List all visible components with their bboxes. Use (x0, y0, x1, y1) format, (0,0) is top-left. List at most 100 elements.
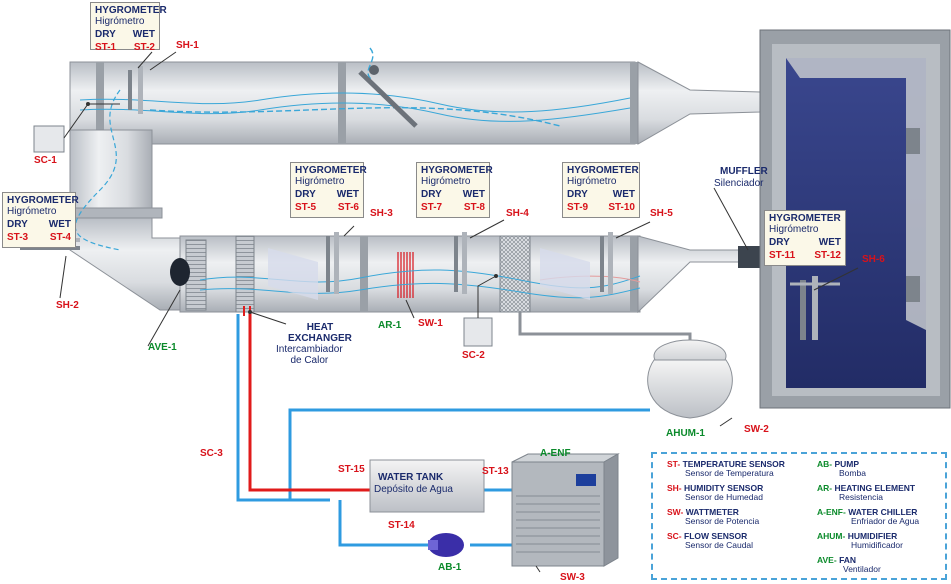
muffler-label: MUFFLER (720, 166, 768, 177)
legend-es: Sensor de Humedad (685, 492, 763, 502)
legend-en: FAN (839, 555, 857, 565)
legend-item-ahum: AHUM- HUMIDIFIER Humidificador (817, 532, 903, 550)
water-tank-label: WATER TANK (378, 472, 444, 483)
wet-label: WET (818, 237, 841, 248)
hygrometer-title: HYGROMETER (7, 195, 79, 206)
hygrometer-title: HYGROMETER (567, 165, 639, 176)
legend-es: Bomba (839, 468, 866, 478)
left-vertical-duct (69, 129, 153, 211)
wet-sensor-id: ST-2 (133, 42, 155, 53)
hygrometer-subtitle: Higrómetro (421, 176, 471, 187)
heat-exchanger-grille (235, 235, 255, 313)
wet-sensor-id: ST-12 (814, 250, 841, 261)
hygrometer-subtitle: Higrómetro (7, 206, 57, 217)
wet-sensor-id: ST-4 (49, 232, 71, 243)
st13-label: ST-13 (482, 466, 509, 477)
cold-water-pipe (236, 314, 330, 502)
hygrometer-subtitle: Higrómetro (295, 176, 345, 187)
dry-sensor-id: ST-3 (7, 232, 29, 243)
sc3-label: SC-3 (200, 448, 223, 459)
hygrometer-box-2: HYGROMETER Higrómetro DRY WET ST-3 ST-4 (2, 192, 79, 248)
legend-en: HEATING ELEMENT (834, 483, 916, 493)
heater-coil (397, 252, 414, 298)
ar1-label: AR-1 (378, 320, 402, 331)
legend-en: FLOW SENSOR (684, 531, 748, 541)
legend-item-st: ST- TEMPERATURE SENSOR Sensor de Tempera… (667, 460, 785, 478)
dry-label: DRY (567, 189, 588, 200)
hygrometer-title: HYGROMETER (295, 165, 367, 176)
dry-sensor-id: ST-9 (567, 202, 589, 213)
legend-item-sw: SW- WATTMETER Sensor de Potencia (667, 508, 759, 526)
legend-es: Humidificador (851, 540, 903, 550)
heat-exchanger-label-es: Intercambiador de Calor (276, 344, 343, 366)
fan-disk (170, 258, 190, 286)
hygrometer-subtitle: Higrómetro (95, 16, 145, 27)
legend-item-sh: SH- HUMIDITY SENSOR Sensor de Humedad (667, 484, 763, 502)
legend-en: TEMPERATURE SENSOR (682, 459, 785, 469)
legend-es: Sensor de Caudal (685, 540, 754, 550)
sw2-label: SW-2 (744, 424, 769, 435)
legend-item-ar: AR- HEATING ELEMENT Resistencia (817, 484, 915, 502)
legend-item-ave: AVE- FAN Ventilador (817, 556, 881, 574)
dry-sensor-id: ST-11 (769, 250, 796, 261)
sh2-label: SH-2 (56, 300, 79, 311)
dry-sensor-id: ST-7 (421, 202, 443, 213)
legend-code: SH- (667, 483, 682, 493)
legend-code: ST- (667, 459, 681, 469)
sh1-label: SH-1 (176, 40, 199, 51)
dry-label: DRY (769, 237, 790, 248)
dry-label: DRY (421, 189, 442, 200)
legend-en: WATER CHILLER (848, 507, 918, 517)
heat-exchanger-label: HEAT EXCHANGER (288, 322, 352, 344)
legend-es: Enfriador de Agua (851, 516, 920, 526)
legend-item-aenf: A-ENF- WATER CHILLER Enfriador de Agua (817, 508, 919, 526)
sh6-label: SH-6 (862, 254, 885, 265)
ahum1-label: AHUM-1 (666, 428, 705, 439)
hygrometer-title: HYGROMETER (421, 165, 493, 176)
st15-label: ST-15 (338, 464, 365, 475)
legend-code: A-ENF- (817, 507, 846, 517)
humidifier-tank (647, 359, 733, 419)
hygrometer-title: HYGROMETER (769, 213, 841, 224)
legend-item-ab: AB- PUMP Bomba (817, 460, 866, 478)
sh4-label: SH-4 (506, 208, 529, 219)
flow-sensor-sc2 (463, 317, 493, 347)
legend-es: Sensor de Temperatura (685, 468, 774, 478)
wet-label: WET (48, 219, 71, 230)
legend-en: HUMIDITY SENSOR (684, 483, 764, 493)
legend-es: Sensor de Potencia (685, 516, 760, 526)
legend-code: AB- (817, 459, 833, 469)
wet-label: WET (132, 29, 155, 40)
sc1-label: SC-1 (34, 155, 57, 166)
legend-en: PUMP (834, 459, 860, 469)
muffler-label-es: Silenciador (714, 178, 764, 189)
pump-body (428, 533, 464, 557)
legend-code: AR- (817, 483, 833, 493)
ave1-label: AVE-1 (148, 342, 177, 353)
sh5-label: SH-5 (650, 208, 673, 219)
wet-label: WET (612, 189, 635, 200)
legend-es: Ventilador (843, 564, 881, 574)
legend-code: SW- (667, 507, 684, 517)
legend-code: SC- (667, 531, 682, 541)
hygrometer-box-1: HYGROMETER Higrómetro DRY WET ST-1 ST-2 (90, 2, 167, 53)
damper-blade (358, 70, 418, 128)
dry-label: DRY (7, 219, 28, 230)
humidifier-mesh (499, 235, 531, 313)
hot-water-pipe (248, 312, 372, 492)
legend-code: AVE- (817, 555, 837, 565)
wet-sensor-id: ST-8 (463, 202, 485, 213)
dry-label: DRY (295, 189, 316, 200)
hygrometer-title: HYGROMETER (95, 5, 167, 16)
dry-label: DRY (95, 29, 116, 40)
dry-sensor-id: ST-1 (95, 42, 117, 53)
water-tank-label-es: Depósito de Agua (374, 484, 453, 495)
wet-sensor-id: ST-6 (337, 202, 359, 213)
hygrometer-subtitle: Higrómetro (769, 224, 819, 235)
hygrometer-box-4: HYGROMETER Higrómetro DRY WET ST-7 ST-8 (416, 162, 493, 218)
wet-label: WET (462, 189, 485, 200)
